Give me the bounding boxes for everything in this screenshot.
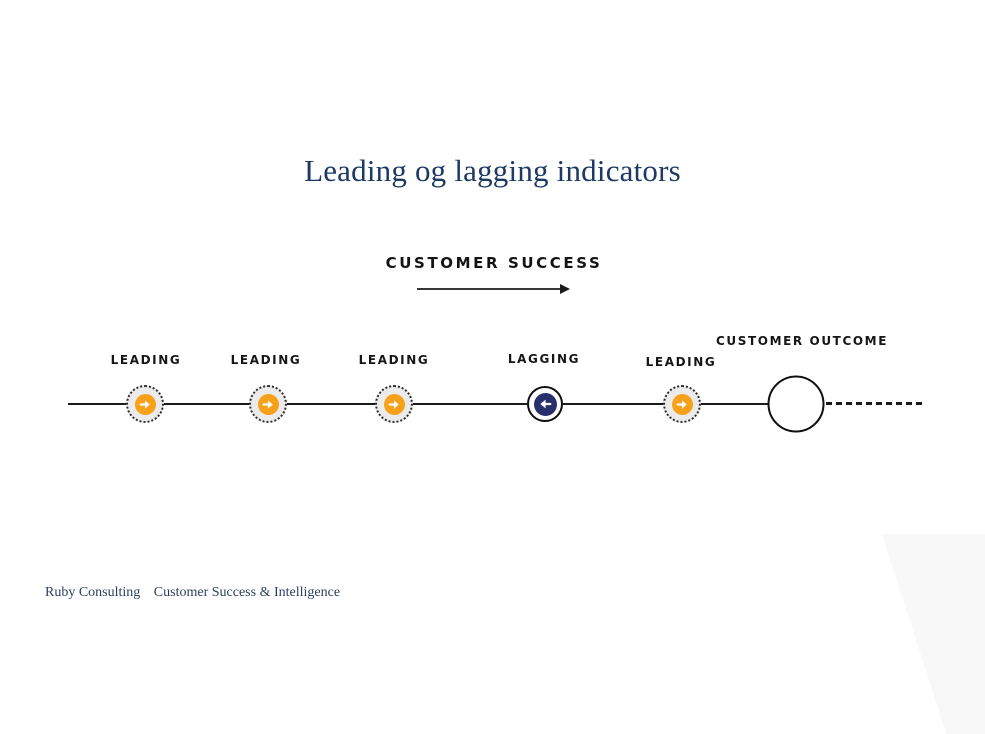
footer: Ruby Consulting Customer Success & Intel… [45, 585, 340, 601]
node-lagging [527, 386, 563, 422]
timeline-dashed-line [796, 402, 923, 405]
flow-direction-arrow [417, 284, 570, 294]
node-leading-4 [663, 385, 701, 423]
arrow-right-icon [139, 399, 150, 409]
node-leading-1 [126, 385, 164, 423]
customer-success-label: CUSTOMER SUCCESS [385, 254, 603, 272]
page-title: Leading og lagging indicators [304, 153, 681, 188]
leading-indicator-circle [134, 393, 156, 415]
arrow-right-icon [388, 399, 399, 409]
node-label-lagging: LAGGING [507, 352, 581, 366]
arrow-left-icon [540, 399, 552, 409]
leading-indicator-circle [383, 393, 405, 415]
footer-tagline: Customer Success & Intelligence [153, 585, 341, 600]
footer-brand: Ruby Consulting [45, 585, 141, 600]
arrow-right-icon [262, 399, 273, 409]
lagging-indicator-circle [533, 392, 557, 416]
node-label-leading-3: LEADING [358, 353, 430, 367]
arrow-right-icon [676, 399, 687, 409]
corner-watermark [825, 534, 985, 734]
node-label-leading-2: LEADING [230, 353, 302, 367]
node-label-leading-4: LEADING [645, 355, 717, 369]
node-customer-outcome [767, 375, 825, 433]
node-leading-2 [249, 385, 287, 423]
node-label-leading-1: LEADING [110, 353, 182, 367]
leading-indicator-circle [257, 393, 279, 415]
leading-indicator-circle [671, 393, 693, 415]
node-leading-3 [375, 385, 413, 423]
node-label-customer-outcome: CUSTOMER OUTCOME [715, 334, 889, 348]
timeline-line [68, 403, 796, 405]
